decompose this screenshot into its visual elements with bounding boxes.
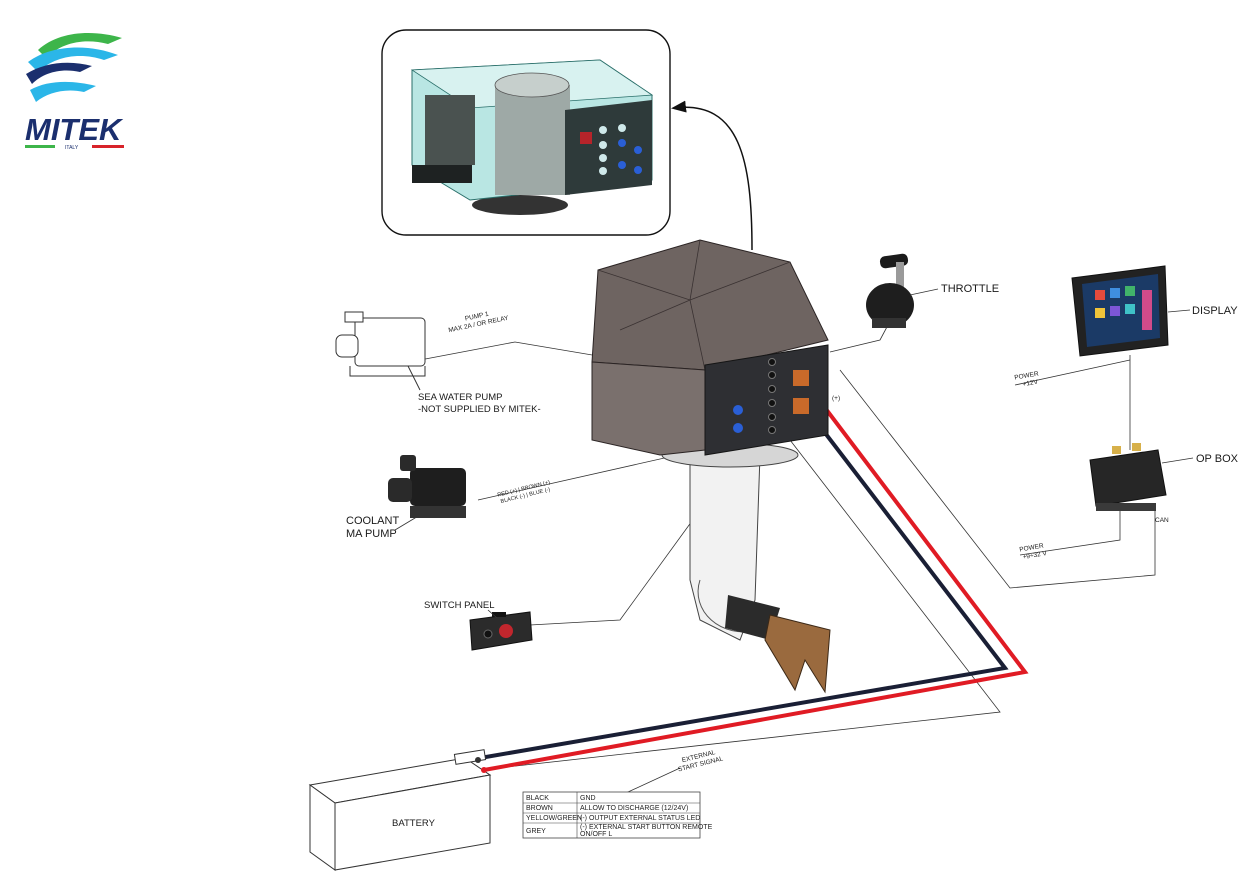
opbox-power-line-2: +9÷32 V bbox=[1022, 550, 1048, 561]
pump-line-1: PUMP 1 bbox=[464, 311, 489, 323]
mitek-logo: MITEK ITALY bbox=[25, 33, 124, 151]
positive-cable bbox=[483, 386, 1029, 772]
battery-label: BATTERY bbox=[392, 818, 436, 829]
display-power-line-1: POWER bbox=[1014, 370, 1040, 381]
table-cell-desc: ALLOW TO DISCHARGE (12/24V) bbox=[580, 805, 688, 812]
polarity-label: (+) bbox=[832, 395, 840, 402]
table-cell-desc: (-) OUTPUT EXTERNAL STATUS LED bbox=[580, 815, 700, 822]
inset-pointer-arrow bbox=[671, 100, 753, 251]
external-start-label: EXTERNAL START SIGNAL bbox=[677, 749, 724, 773]
wire-color-table: BLACK GND BROWN ALLOW TO DISCHARGE (12/2… bbox=[522, 791, 713, 839]
brand-name: MITEK bbox=[25, 112, 124, 147]
coolant-pump-label: COOLANT bbox=[346, 515, 399, 527]
switch-panel-label: SWITCH PANEL bbox=[424, 600, 495, 611]
op-box-label: OP BOX bbox=[1196, 453, 1239, 465]
sea-water-pump-note: -NOT SUPPLIED BY MITEK- bbox=[418, 404, 541, 415]
table-cell-color: YELLOW/GREEN bbox=[526, 815, 582, 822]
coolant-pump: RED (+) | BROWN (+) BLACK (-) | BLUE (-)… bbox=[346, 455, 551, 540]
table-cell-desc: (-) EXTERNAL START BUTTON REMOTE bbox=[580, 824, 713, 831]
table-row: BLACK GND bbox=[526, 795, 596, 802]
sea-water-pump: PUMP 1 MAX 2A / OR RELAY SEA WATER PUMP … bbox=[335, 311, 541, 415]
op-box: OP BOX CAN POWER +9÷32 V bbox=[1019, 443, 1239, 561]
switch-panel: SWITCH PANEL bbox=[424, 600, 533, 651]
sea-water-pump-label: SEA WATER PUMP bbox=[418, 392, 502, 403]
can-label: CAN bbox=[1155, 517, 1169, 524]
table-row: BROWN ALLOW TO DISCHARGE (12/24V) bbox=[526, 805, 688, 812]
coolant-pump-label-2: MA PUMP bbox=[346, 528, 397, 540]
table-cell-color: BROWN bbox=[526, 805, 553, 812]
throttle-label: THROTTLE bbox=[941, 283, 999, 295]
module-inset bbox=[381, 29, 671, 236]
display-label: DISPLAY bbox=[1192, 305, 1238, 317]
opbox-power-line-1: POWER bbox=[1019, 542, 1045, 553]
negative-cable bbox=[479, 393, 1009, 760]
display-screen: DISPLAY POWER +12V bbox=[1014, 265, 1238, 389]
table-cell-desc-2: ON/OFF L bbox=[580, 831, 612, 838]
table-row: YELLOW/GREEN (-) OUTPUT EXTERNAL STATUS … bbox=[526, 815, 700, 822]
battery: BATTERY bbox=[308, 749, 492, 871]
electric-motor: (+) bbox=[591, 239, 840, 694]
throttle: THROTTLE bbox=[866, 253, 999, 328]
table-cell-color: BLACK bbox=[526, 795, 549, 802]
table-cell-desc: GND bbox=[580, 795, 596, 802]
table-cell-color: GREY bbox=[526, 828, 546, 835]
table-row: GREY (-) EXTERNAL START BUTTON REMOTE ON… bbox=[526, 824, 713, 838]
brand-country: ITALY bbox=[65, 145, 79, 151]
display-power-line-2: +12V bbox=[1022, 379, 1039, 389]
